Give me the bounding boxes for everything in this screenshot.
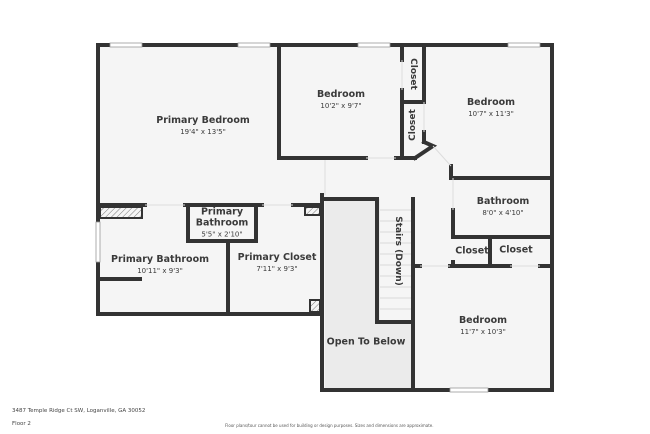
- room-dimensions: 8'0" x 4'10": [482, 208, 524, 217]
- room-dimensions: 10'7" x 11'3": [468, 109, 514, 118]
- room-bedroom-2: Bedroom 10'7" x 11'3": [466, 97, 516, 118]
- room-closet-mid: Closet: [408, 109, 418, 141]
- stairs-label: Stairs (Down): [392, 216, 403, 286]
- room-dimensions: 11'7" x 10'3": [460, 327, 506, 336]
- room-name: Bedroom: [458, 315, 508, 327]
- room-bedroom-3: Bedroom 11'7" x 10'3": [458, 315, 508, 336]
- room-dimensions: 10'11" x 9'3": [137, 266, 183, 275]
- door-openings: [145, 60, 540, 267]
- room-primary-bathroom-small: Primary Bathroom 5'5" x 2'10": [195, 206, 249, 239]
- room-name: Closet: [499, 244, 533, 256]
- room-primary-closet: Primary Closet 7'11" x 9'3": [237, 252, 317, 273]
- room-name: Bedroom: [316, 89, 366, 101]
- room-name: Primary: [200, 206, 244, 218]
- room-dimensions: 10'2" x 9'7": [320, 101, 362, 110]
- room-closet-top: Closet: [408, 58, 418, 90]
- windows: [95, 42, 541, 393]
- room-dimensions: 5'5" x 2'10": [201, 230, 243, 239]
- room-name: Open To Below: [326, 336, 406, 348]
- room-open-to-below: Open To Below: [326, 336, 406, 349]
- chases: [99, 206, 321, 313]
- room-primary-bedroom: Primary Bedroom 19'4" x 13'5": [156, 115, 250, 136]
- walls: [96, 43, 554, 392]
- floor-label: Floor 2: [12, 421, 31, 427]
- stair-treads: [380, 209, 413, 310]
- stairs-area: [380, 199, 413, 322]
- room-dimensions: 7'11" x 9'3": [256, 264, 298, 273]
- room-bedroom-1: Bedroom 10'2" x 9'7": [316, 89, 366, 110]
- room-name: Closet: [455, 245, 489, 257]
- room-closet-left: Closet: [455, 245, 489, 258]
- room-name: Bathroom: [476, 196, 530, 208]
- room-bathroom: Bathroom 8'0" x 4'10": [476, 196, 530, 217]
- stairs-label-line2: (Down): [392, 249, 403, 286]
- address-text: 3487 Temple Ridge Ct SW, Loganville, GA …: [12, 408, 146, 414]
- room-primary-bathroom: Primary Bathroom 10'11" x 9'3": [111, 254, 209, 275]
- room-dimensions: 19'4" x 13'5": [180, 127, 226, 136]
- room-name: Primary Bedroom: [156, 115, 250, 127]
- stairs-label-line1: Stairs: [392, 216, 403, 246]
- room-name-line2: Bathroom: [195, 217, 249, 229]
- floor-fill: [98, 45, 553, 392]
- disclaimer-text: Floor plans/tour cannot be used for buil…: [225, 423, 434, 428]
- room-closet-right: Closet: [499, 244, 533, 257]
- room-name: Primary Bathroom: [111, 254, 209, 266]
- room-name: Bedroom: [466, 97, 516, 109]
- room-name: Primary Closet: [237, 252, 317, 264]
